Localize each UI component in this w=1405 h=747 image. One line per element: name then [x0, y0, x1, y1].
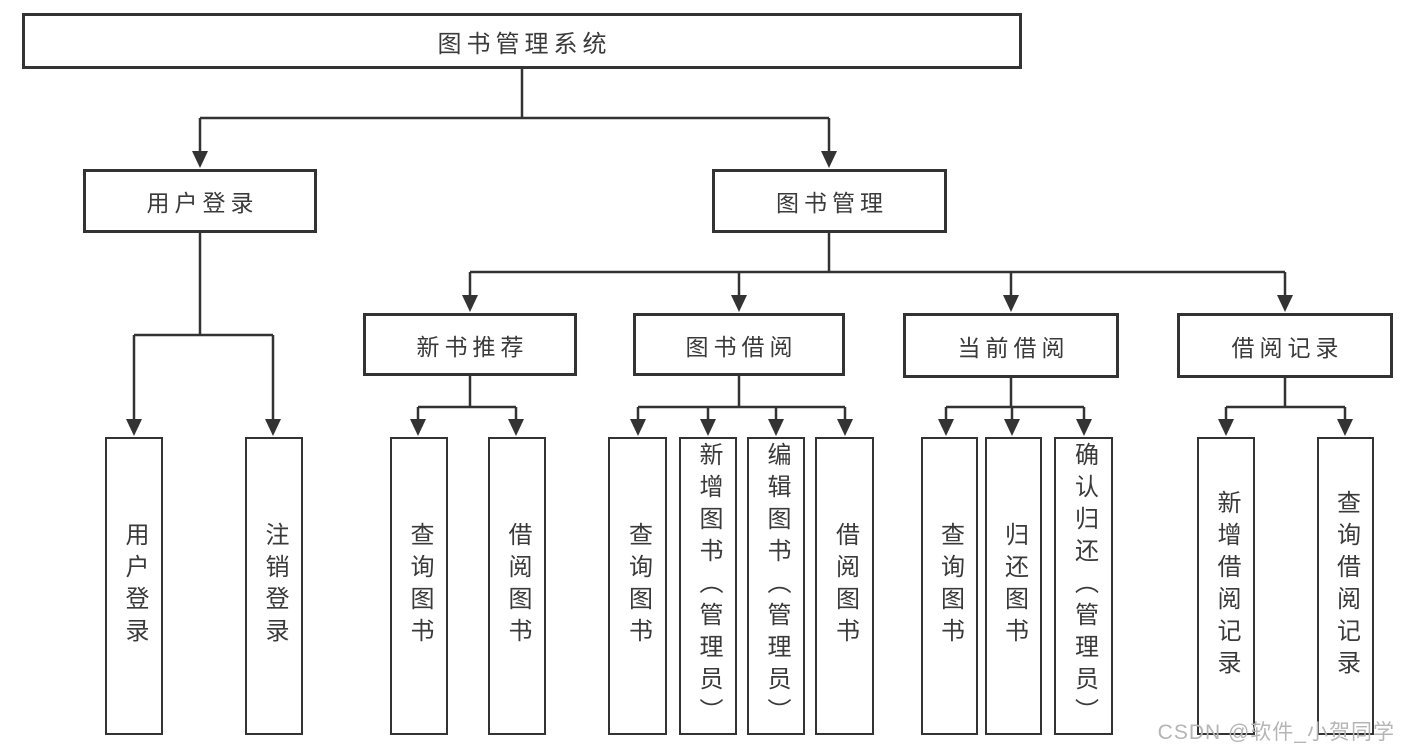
node-book-mgmt: 图书管理	[712, 169, 947, 233]
leaf-label: 编辑图书（管理员）	[763, 442, 790, 730]
leaf-borrow-books: 借阅图书	[815, 437, 874, 735]
connector-root-to-level2	[198, 69, 831, 152]
leaf-logout: 注销登录	[245, 437, 303, 735]
node-user-login: 用户登录	[83, 169, 317, 233]
leaf-label: 新增图书（管理员）	[695, 442, 722, 730]
node-current-borrow-label: 当前借阅	[957, 334, 1070, 361]
leaf-label: 查询图书	[624, 522, 652, 650]
leaf-label: 注销登录	[261, 522, 288, 650]
leaf-label: 借阅图书	[831, 522, 859, 650]
leaf-edit-books-admin: 编辑图书（管理员）	[747, 437, 805, 735]
leaf-query-books: 查询图书	[921, 437, 978, 735]
node-user-login-label: 用户登录	[146, 190, 259, 216]
leaf-label: 新增借阅记录	[1213, 490, 1240, 682]
node-new-books: 新书推荐	[363, 313, 577, 376]
node-book-mgmt-label: 图书管理	[776, 190, 888, 216]
leaf-borrow-books: 借阅图书	[488, 437, 546, 735]
leaf-add-books-admin: 新增图书（管理员）	[679, 437, 737, 735]
leaf-query-books: 查询图书	[390, 437, 448, 735]
connector-book-mgmt	[468, 233, 1287, 296]
node-book-borrow-label: 图书借阅	[685, 333, 798, 360]
connector-borrow-records	[1224, 378, 1347, 420]
leaf-label: 用户登录	[121, 522, 148, 650]
leaf-label: 确认归还（管理员）	[1070, 442, 1098, 730]
node-root: 图书管理系统	[22, 13, 1022, 69]
leaf-label: 查询图书	[936, 522, 964, 650]
leaf-label: 归还图书	[1000, 522, 1028, 650]
connector-user-login	[132, 233, 275, 420]
leaf-user-login: 用户登录	[105, 437, 163, 735]
leaf-add-borrow-record: 新增借阅记录	[1197, 437, 1255, 735]
leaf-label: 借阅图书	[504, 522, 531, 650]
node-root-label: 图书管理系统	[437, 30, 612, 58]
leaf-query-books: 查询图书	[608, 437, 667, 735]
node-borrow-records: 借阅记录	[1177, 313, 1393, 378]
leaf-query-borrow-record: 查询借阅记录	[1317, 437, 1374, 735]
arrowheads	[126, 151, 1353, 436]
leaf-return-books: 归还图书	[985, 437, 1042, 735]
leaf-label: 查询借阅记录	[1332, 490, 1360, 682]
leaf-label: 查询图书	[406, 522, 433, 650]
connector-current-borrow	[944, 378, 1086, 420]
connector-new-books	[416, 376, 518, 420]
connector-book-borrow	[636, 376, 847, 420]
node-new-books-label: 新书推荐	[416, 333, 529, 360]
node-borrow-records-label: 借阅记录	[1231, 334, 1344, 361]
csdn-watermark: CSDN @软件_小贺同学	[1157, 721, 1395, 744]
leaf-confirm-return-admin: 确认归还（管理员）	[1054, 437, 1113, 735]
node-book-borrow: 图书借阅	[633, 313, 845, 376]
node-current-borrow: 当前借阅	[903, 313, 1119, 378]
